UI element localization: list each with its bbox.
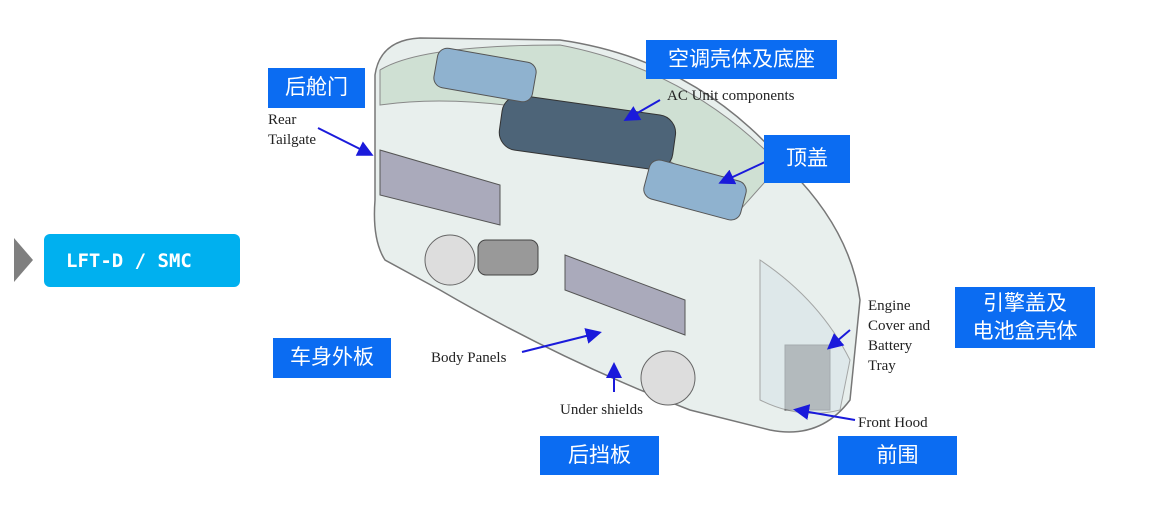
- label-rear-tailgate: Rear Tailgate: [268, 112, 317, 148]
- tag-roof: 顶盖: [764, 135, 850, 183]
- tag-rear-door: 后舱门: [268, 68, 365, 108]
- label-engine: Engine Cover and Battery Tray: [868, 298, 931, 374]
- arrow-body-panels: [521, 328, 602, 353]
- tag-body-panel: 车身外板: [273, 338, 391, 378]
- tag-front-surround: 前围: [838, 436, 957, 475]
- arrow-front-hood: [793, 404, 856, 421]
- tag-rear-guard: 后挡板: [540, 436, 659, 475]
- arrow-engine: [826, 329, 851, 350]
- triangle-pointer-icon: [14, 238, 33, 282]
- material-badge: LFT-D / SMC: [44, 234, 240, 287]
- arrow-rear-tailgate: [317, 127, 374, 156]
- label-under-shields: Under shields: [560, 402, 643, 418]
- bus-body: [373, 37, 861, 433]
- tag-engine-cover: 引擎盖及 电池盒壳体: [955, 287, 1095, 348]
- label-body-panels: Body Panels: [431, 350, 507, 366]
- label-ac-unit: AC Unit components: [667, 88, 795, 104]
- arrow-ac-unit: [623, 99, 661, 121]
- tag-ac-housing: 空调壳体及底座: [646, 40, 837, 79]
- label-front-hood: Front Hood: [858, 415, 928, 431]
- arrow-roof: [718, 161, 766, 185]
